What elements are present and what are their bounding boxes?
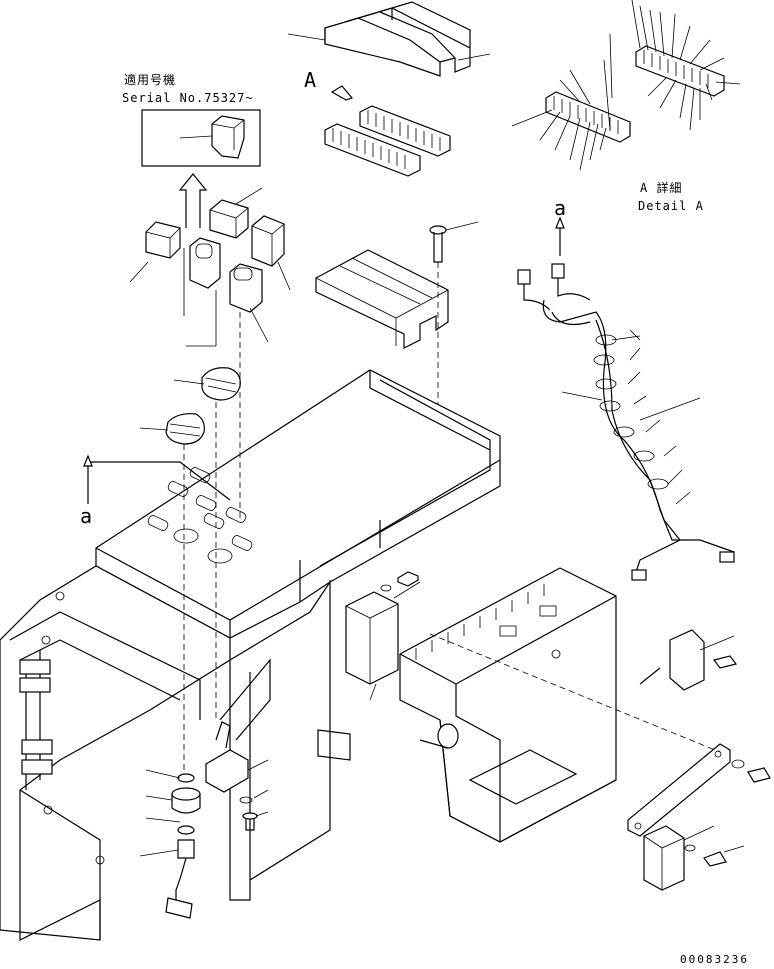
leader-line: [445, 221, 479, 231]
detail-a-label-jp: A 詳細: [640, 181, 683, 195]
knob-lower: [165, 413, 205, 445]
leader-line: [179, 135, 213, 139]
leader-line: [457, 53, 491, 61]
leader-line: [611, 335, 641, 341]
detail-a-terminal-block-lower: [545, 91, 631, 143]
timer-relay: [643, 825, 685, 891]
view-arrow-icon: [330, 85, 354, 101]
switch-left: [145, 221, 181, 259]
switch-rocker-a: [189, 237, 221, 289]
bolt-right-1: [712, 655, 738, 669]
leader-line: [699, 635, 735, 651]
leader-line: [369, 683, 377, 701]
bracket-centerline: [429, 633, 721, 753]
buzzer-relay: [639, 629, 705, 691]
view-a-label: A: [304, 68, 317, 92]
component-box: [399, 567, 617, 843]
knob-upper: [201, 367, 241, 401]
proximity-sensor: [165, 825, 195, 919]
switch-leader-lines: [129, 187, 291, 347]
washer-small: [239, 796, 253, 804]
controller-box: [315, 249, 449, 349]
serial-label-en: Serial No.75327~: [122, 91, 254, 105]
leader-line: [247, 759, 269, 817]
detail-a-leader-lines: [511, 0, 741, 171]
mount-bolt-relay: [380, 571, 419, 592]
mounting-bolt: [429, 225, 447, 263]
leader-line: [393, 581, 421, 599]
console-frame: [0, 369, 501, 941]
knob-leader-lines: [139, 379, 205, 431]
rocker-switch-inset: [211, 115, 245, 159]
switch-rocker-b: [229, 263, 263, 313]
section-a-label-right: a: [554, 196, 567, 220]
washer-right: [731, 759, 745, 769]
up-arrow-icon: [178, 173, 208, 228]
switch-centerlines: [183, 312, 241, 770]
mounting-bracket: [627, 743, 731, 837]
cylinder-part: [419, 723, 459, 749]
up-arrow-icon: [83, 454, 93, 467]
limit-switch: [205, 721, 249, 793]
up-arrow-icon: [555, 216, 565, 229]
section-a-arrow-left: [87, 461, 231, 504]
connector-cover-top: [324, 1, 471, 77]
switch-right: [251, 215, 285, 267]
serial-inset-frame: [141, 109, 261, 167]
relay-module: [345, 591, 399, 685]
harness-leader-lines: [561, 329, 701, 505]
drawing-number: 00083236: [680, 953, 749, 966]
terminal-block-lower: [324, 123, 421, 177]
section-a-label-left: a: [80, 504, 93, 528]
switch-top: [209, 199, 249, 239]
serial-label-jp: 適用号機: [124, 73, 177, 87]
leader-line: [139, 769, 181, 857]
detail-a-label-en: Detail A: [638, 199, 704, 213]
leader-line: [287, 33, 326, 41]
leader-line: [683, 825, 745, 853]
detail-a-terminal-block-upper: [635, 45, 725, 97]
bolt-right-2: [747, 767, 771, 783]
terminal-block-upper: [359, 105, 451, 157]
rubber-stopper: [171, 773, 201, 814]
wire-harness: [517, 263, 735, 581]
bolt-right-3: [684, 844, 727, 867]
